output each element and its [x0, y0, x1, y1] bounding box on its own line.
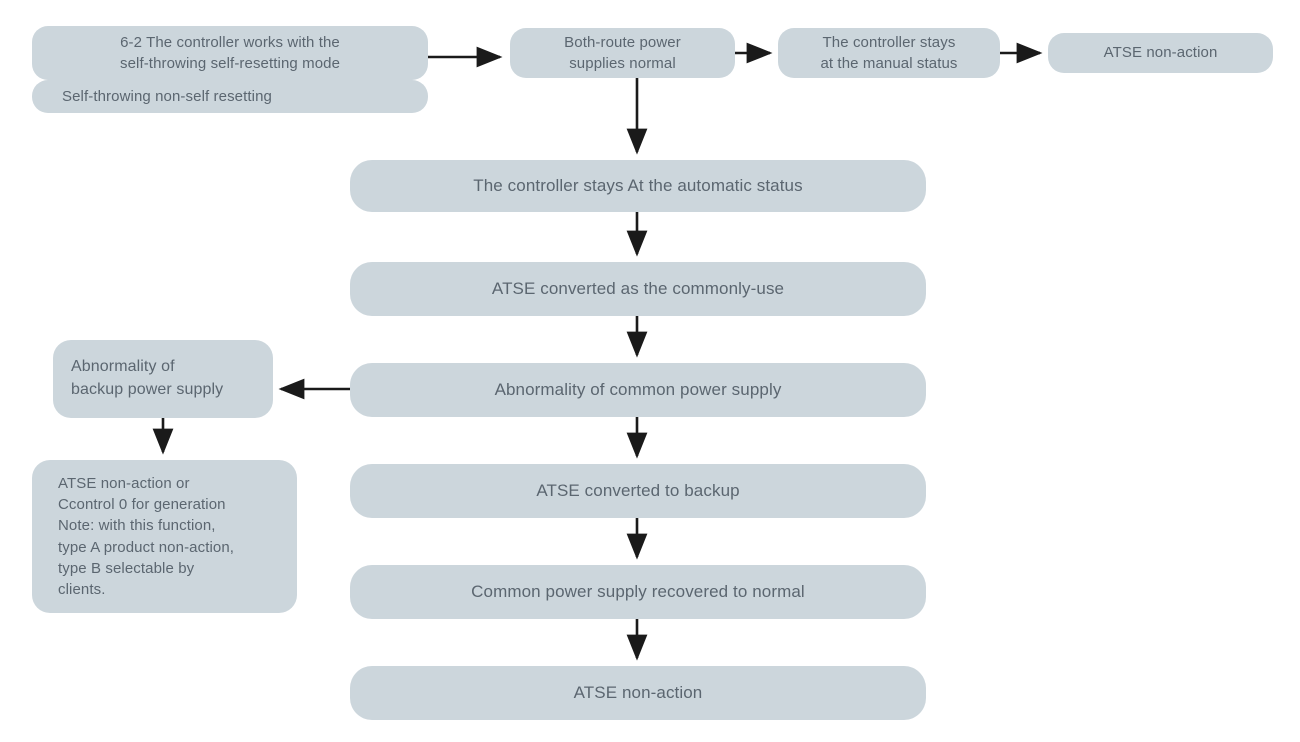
node-common-power-supply-recovered: Common power supply recovered to normal	[350, 565, 926, 619]
node-controller-manual-status: The controller stays at the manual statu…	[778, 28, 1000, 78]
node-self-throwing-non-self-resetting: Self-throwing non-self resetting	[32, 80, 428, 113]
node-both-route-power-supplies-normal: Both-route power supplies normal	[510, 28, 735, 78]
node-abnormality-common-power-supply: Abnormality of common power supply	[350, 363, 926, 417]
node-atse-non-action-final: ATSE non-action	[350, 666, 926, 720]
node-mode-title: 6-2 The controller works with the self-t…	[32, 26, 428, 80]
node-abnormality-backup-power-supply: Abnormality of backup power supply	[53, 340, 273, 418]
node-atse-note: ATSE non-action or Ccontrol 0 for genera…	[32, 460, 297, 613]
node-atse-converted-to-backup: ATSE converted to backup	[350, 464, 926, 518]
node-controller-automatic-status: The controller stays At the automatic st…	[350, 160, 926, 212]
node-atse-converted-commonly-use: ATSE converted as the commonly-use	[350, 262, 926, 316]
node-atse-non-action-manual: ATSE non-action	[1048, 33, 1273, 73]
